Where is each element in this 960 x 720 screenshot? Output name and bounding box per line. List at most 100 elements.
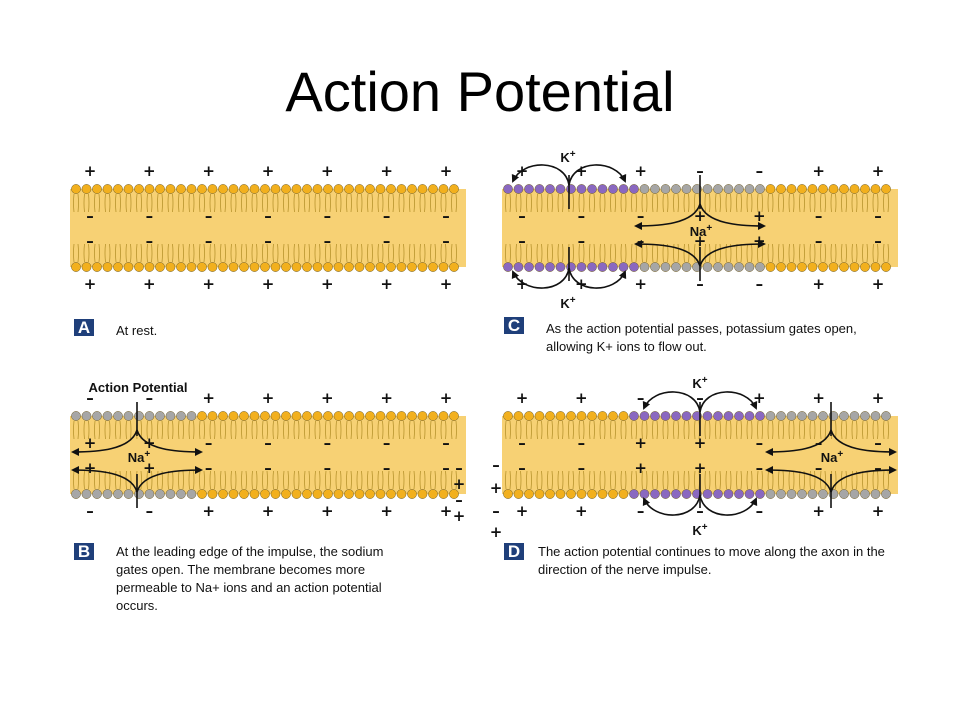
lipid-head — [354, 411, 365, 421]
caption-c: As the action potential passes, potassiu… — [546, 321, 857, 354]
charge-outside-top: + — [872, 162, 885, 180]
lipid-tail — [367, 243, 373, 263]
lipid-tail — [757, 420, 763, 440]
lipid-head — [650, 411, 660, 421]
lipid-head — [102, 411, 113, 421]
sodium-flow-arrow — [765, 466, 832, 493]
charge-inside-bottom: – — [383, 232, 391, 250]
lipid-head — [608, 262, 618, 272]
lipid-head — [375, 184, 386, 194]
lipid-tail — [746, 470, 753, 490]
lipid-head — [407, 489, 417, 499]
lipid-tail — [704, 470, 711, 490]
lipid-head — [449, 489, 459, 499]
lipid-head — [576, 489, 587, 499]
lipid-head — [228, 262, 239, 272]
lipid-head — [566, 489, 576, 499]
lipid-tail — [851, 420, 858, 440]
panel-a-membrane: +++++++––––––––––––––+++++++ — [70, 162, 466, 293]
lipid-head — [81, 489, 92, 499]
lipid-head — [249, 184, 260, 194]
charge-outside-top: + — [380, 162, 393, 180]
lipid-head — [807, 184, 818, 194]
lipid-tail — [346, 470, 352, 490]
lipid-tail — [515, 243, 522, 263]
lipid-head — [323, 411, 333, 421]
lipid-head — [386, 411, 396, 421]
lipid-head — [102, 184, 113, 194]
lipid-tail — [220, 420, 226, 440]
lipid-tail — [167, 420, 174, 440]
sodium-flow-arrow — [634, 203, 701, 230]
lipid-head — [134, 262, 144, 272]
lipid-head — [417, 411, 428, 421]
lipid-head — [723, 411, 734, 421]
lipid-head — [597, 262, 608, 272]
lipid-tail — [610, 420, 616, 440]
lipid-head — [629, 184, 639, 194]
lipid-tail — [262, 193, 268, 213]
lipid-head — [113, 262, 123, 272]
lipid-head — [270, 489, 281, 499]
lipid-head — [302, 184, 312, 194]
lipid-tail — [115, 470, 121, 490]
lipid-head — [396, 411, 407, 421]
lipid-head — [776, 184, 786, 194]
lipid-tail — [94, 243, 100, 263]
lipid-head — [396, 489, 407, 499]
lipid-head — [702, 489, 713, 499]
panel-b-header: Action Potential — [89, 380, 188, 395]
charge-outside-bottom: + — [575, 502, 588, 520]
lipid-head — [807, 489, 818, 499]
lipid-tail — [146, 193, 153, 213]
charge-inside-top: – — [264, 207, 272, 225]
lipid-head — [165, 262, 176, 272]
lipid-tail — [272, 470, 279, 490]
charge-inside-bottom: – — [442, 232, 450, 250]
lipid-head — [113, 411, 123, 421]
lipid-head — [81, 411, 92, 421]
lipid-head — [71, 262, 81, 272]
lipid-tail — [209, 470, 216, 490]
lipid-tail — [862, 420, 868, 440]
lipid-tail — [862, 243, 868, 263]
lipid-head — [449, 184, 459, 194]
lipid-tail — [872, 243, 879, 263]
charge-inside-bottom: – — [637, 232, 645, 250]
lipid-tail — [293, 243, 300, 263]
lipid-head — [797, 411, 807, 421]
lipid-head — [407, 411, 417, 421]
lipid-head — [417, 184, 428, 194]
charge-outside-top: + — [440, 162, 453, 180]
lipid-tail — [620, 470, 627, 490]
charge-inside-bottom: + — [753, 232, 766, 250]
lipid-head — [566, 184, 576, 194]
lipid-tail — [526, 243, 532, 263]
lipid-tail — [851, 243, 858, 263]
lipid-tail — [557, 470, 564, 490]
charge-inside-bottom: – — [518, 232, 526, 250]
lipid-tail — [683, 470, 690, 490]
lipid-head — [312, 184, 323, 194]
lipid-head — [629, 411, 639, 421]
lipid-head — [650, 184, 660, 194]
lipid-head — [765, 184, 776, 194]
lipid-head — [165, 411, 176, 421]
lipid-head — [270, 411, 281, 421]
caption-a: At rest. — [116, 323, 158, 338]
lipid-head — [503, 411, 513, 421]
lipid-tail — [746, 420, 753, 440]
lipid-head — [597, 489, 608, 499]
lipid-tail — [620, 193, 627, 213]
lipid-tail — [314, 470, 321, 490]
lipid-tail — [251, 193, 258, 213]
lipid-head — [870, 489, 881, 499]
panel-letter: D — [508, 542, 520, 561]
lipid-head — [197, 184, 207, 194]
lipid-head — [417, 489, 428, 499]
lipid-tail — [704, 420, 711, 440]
lipid-head — [797, 262, 807, 272]
lipid-head — [776, 489, 786, 499]
lipid-head — [239, 411, 249, 421]
sodium-flow-arrow — [699, 203, 766, 230]
